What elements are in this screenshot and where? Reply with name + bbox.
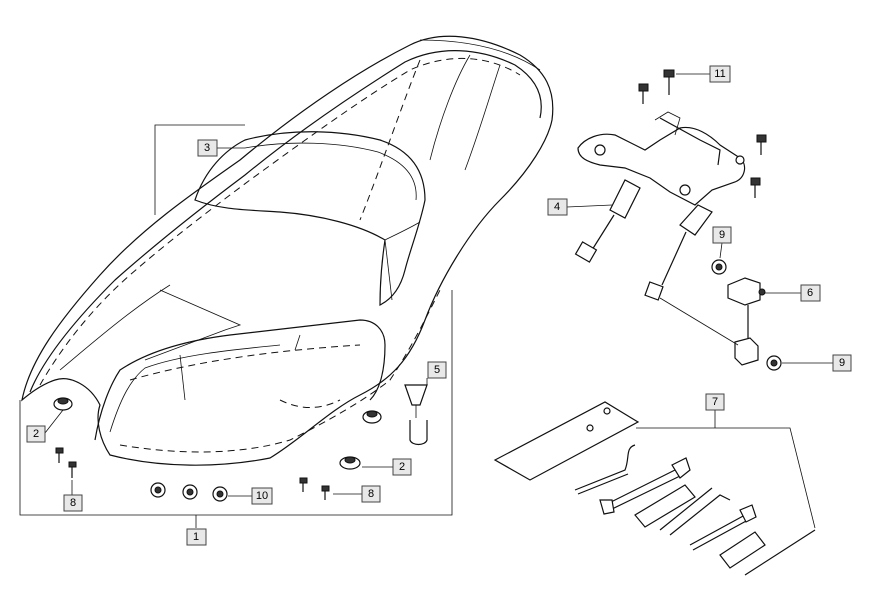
part-10-nuts: [150, 482, 228, 502]
callout-7-label: 7: [712, 396, 718, 408]
callout-6-label: 6: [807, 287, 813, 299]
callout-4-label: 4: [554, 201, 560, 213]
part-2-grommet-mid: [362, 410, 382, 424]
callout-3: 3: [197, 139, 218, 157]
callout-8-right: 8: [361, 485, 381, 503]
part-8-screw-right: [299, 477, 330, 500]
part-2-grommet-left: [53, 397, 73, 411]
callout-5: 5: [427, 361, 447, 379]
callout-10: 10: [251, 487, 273, 505]
hinge-bracket-assembly: [574, 69, 782, 371]
callout-5-label: 5: [434, 364, 440, 376]
callout-8-left: 8: [63, 494, 83, 512]
callout-2-left-label: 2: [33, 428, 39, 440]
callout-2-left: 2: [26, 425, 46, 443]
part-5-clip: [404, 384, 428, 446]
callout-9-top-label: 9: [719, 229, 725, 241]
part-2-grommet-right: [339, 456, 361, 470]
callout-9-bottom: 9: [832, 354, 852, 372]
callout-8-left-label: 8: [70, 497, 76, 509]
callout-9-bottom-label: 9: [839, 357, 845, 369]
callout-3-label: 3: [204, 142, 210, 154]
callout-4: 4: [547, 198, 568, 216]
callout-7: 7: [705, 393, 725, 411]
callout-2-right: 2: [392, 458, 412, 476]
leader-lines: [44, 73, 833, 497]
callout-9-top: 9: [712, 226, 732, 244]
callout-8-right-label: 8: [368, 488, 374, 500]
callout-11: 11: [709, 65, 731, 83]
assembly-bracket-1: [19, 124, 453, 528]
callout-10-label: 10: [256, 490, 268, 502]
callout-1: 1: [186, 528, 207, 546]
part-8-screw-left: [55, 447, 77, 478]
callout-2-right-label: 2: [399, 461, 405, 473]
seat-illustration: [21, 35, 554, 466]
callout-11-label: 11: [714, 68, 725, 80]
callout-6: 6: [800, 284, 821, 302]
tool-kit: [493, 401, 816, 576]
callout-1-label: 1: [193, 531, 199, 543]
